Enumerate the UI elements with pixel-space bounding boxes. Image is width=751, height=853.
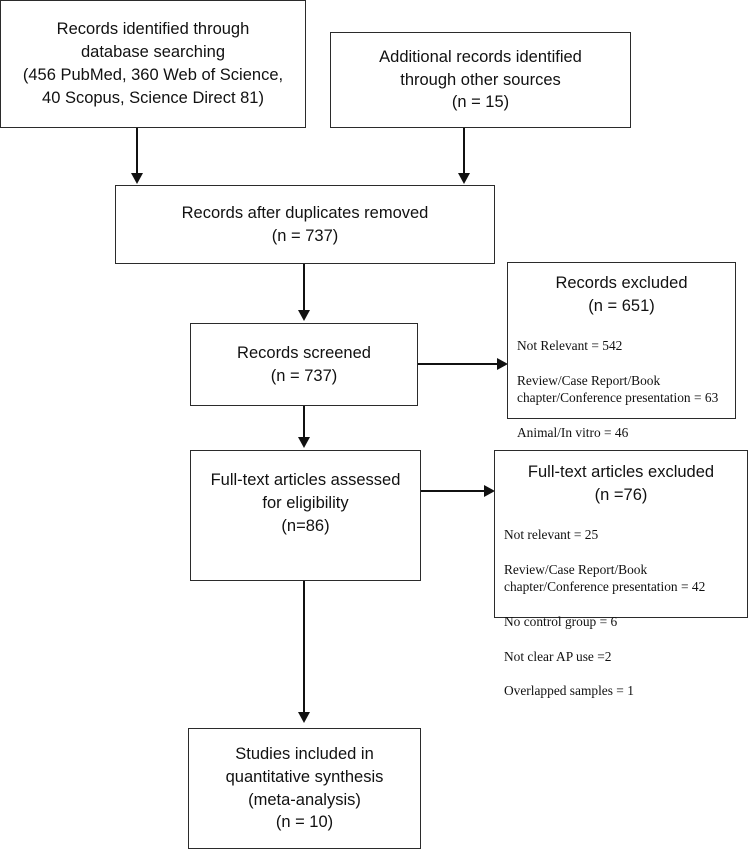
box-records-identified-database-text: Records identified through database sear…	[22, 20, 284, 107]
fulltext-excluded-reason-item: Not clear AP use =2	[504, 648, 612, 664]
arrowhead-fulltext-to-included	[297, 712, 310, 723]
arrowhead-fulltext-to-excluded	[484, 484, 495, 497]
arrowhead-duplicates-to-screened	[297, 310, 310, 321]
fulltext-excluded-reason-item: Not relevant = 25	[504, 527, 599, 543]
fulltext-excluded-reason-item: No control group = 6	[504, 613, 618, 629]
connector-screened-to-fulltext	[303, 406, 305, 439]
box-records-excluded: Records excluded (n = 651) Not Relevant …	[507, 262, 736, 440]
connector-duplicates-to-screened	[303, 264, 305, 312]
excluded-reason-item: Animal/In vitro = 46	[517, 424, 629, 440]
box-records-identified-database: Records identified through database sear…	[0, 0, 306, 128]
arrowhead-screened-to-excluded	[497, 357, 508, 370]
connector-screened-to-excluded	[418, 363, 499, 365]
box-studies-included-text: Studies included in quantitative synthes…	[225, 744, 384, 832]
box-records-after-duplicates-removed-text: Records after duplicates removed (n = 73…	[181, 203, 429, 245]
box-records-excluded-reasons: Not Relevant = 542 Review/Case Report/Bo…	[508, 318, 735, 460]
box-full-text-excluded-heading: Full-text articles excluded (n =76)	[527, 463, 715, 504]
box-full-text-assessed: Full-text articles assessed for eligibil…	[190, 450, 421, 581]
box-studies-included: Studies included in quantitative synthes…	[188, 728, 421, 849]
box-additional-records-identified-text: Additional records identified through ot…	[379, 47, 582, 112]
arrowhead-other-sources-to-duplicates	[457, 173, 470, 184]
arrowhead-identified-to-duplicates	[130, 173, 143, 184]
fulltext-excluded-reason-item: Overlapped samples = 1	[504, 683, 634, 699]
box-full-text-excluded: Full-text articles excluded (n =76) Not …	[494, 450, 748, 698]
box-records-after-duplicates-removed: Records after duplicates removed (n = 73…	[115, 185, 495, 264]
connector-identified-to-duplicates	[136, 128, 138, 175]
box-full-text-excluded-reasons: Not relevant = 25 Review/Case Report/Boo…	[495, 507, 747, 719]
arrowhead-screened-to-fulltext	[297, 437, 310, 448]
box-records-screened: Records screened (n = 737)	[190, 323, 418, 406]
box-additional-records-identified: Additional records identified through ot…	[330, 32, 631, 128]
box-records-excluded-heading: Records excluded (n = 651)	[555, 274, 688, 315]
excluded-reason-item: Review/Case Report/Book chapter/Conferen…	[517, 373, 719, 406]
connector-fulltext-to-included	[303, 581, 305, 714]
connector-other-sources-to-duplicates	[463, 128, 465, 175]
box-full-text-assessed-text: Full-text articles assessed for eligibil…	[210, 471, 401, 535]
connector-fulltext-to-excluded	[421, 490, 486, 492]
excluded-reason-item: Not Relevant = 542	[517, 338, 623, 354]
box-records-screened-text: Records screened (n = 737)	[237, 343, 371, 385]
fulltext-excluded-reason-item: Review/Case Report/Book chapter/Conferen…	[504, 562, 706, 595]
